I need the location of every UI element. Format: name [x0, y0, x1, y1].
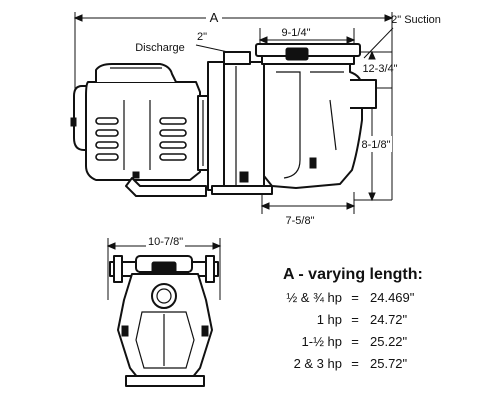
discharge-size-label: 2": [197, 31, 207, 43]
row-hp: ½ & ¾ hp: [286, 290, 342, 305]
table-row: ½ & ¾ hp = 24.469": [250, 290, 500, 308]
row-eq: =: [351, 334, 359, 349]
dim-a-label: A: [210, 10, 219, 25]
motor-side-view: [70, 63, 209, 197]
row-hp: 2 & 3 hp: [293, 356, 342, 371]
dim-bottom-label: 7-5/8": [286, 215, 315, 227]
discharge-label: Discharge: [135, 42, 185, 54]
discharge-leader: [195, 44, 229, 53]
row-value: 24.72": [370, 312, 408, 327]
row-hp: 1-½ hp: [301, 334, 342, 349]
row-value: 24.469": [370, 290, 415, 305]
dim-mid-label: 8-1/8": [362, 139, 391, 151]
suction-leader: [363, 27, 394, 59]
row-hp: 1 hp: [316, 312, 342, 327]
dim-height-label: 12-3/4": [362, 63, 397, 75]
row-eq: =: [351, 312, 359, 327]
dim-bottom-line: [260, 192, 356, 214]
row-value: 25.72": [370, 356, 408, 371]
table-row: 2 & 3 hp = 25.72": [250, 356, 500, 374]
table-row: 1 hp = 24.72": [250, 312, 500, 330]
length-table-title: A - varying length:: [283, 266, 423, 283]
row-value: 25.22": [370, 334, 408, 349]
suction-label: 2" Suction: [391, 14, 441, 26]
dim-top-label: 9-1/4": [282, 27, 311, 39]
dim-front-width-label: 10-7/8": [146, 236, 186, 248]
table-row: 1-½ hp = 25.22": [250, 334, 500, 352]
pump-side-view: [207, 43, 377, 195]
row-eq: =: [351, 356, 359, 371]
row-eq: =: [351, 290, 359, 305]
